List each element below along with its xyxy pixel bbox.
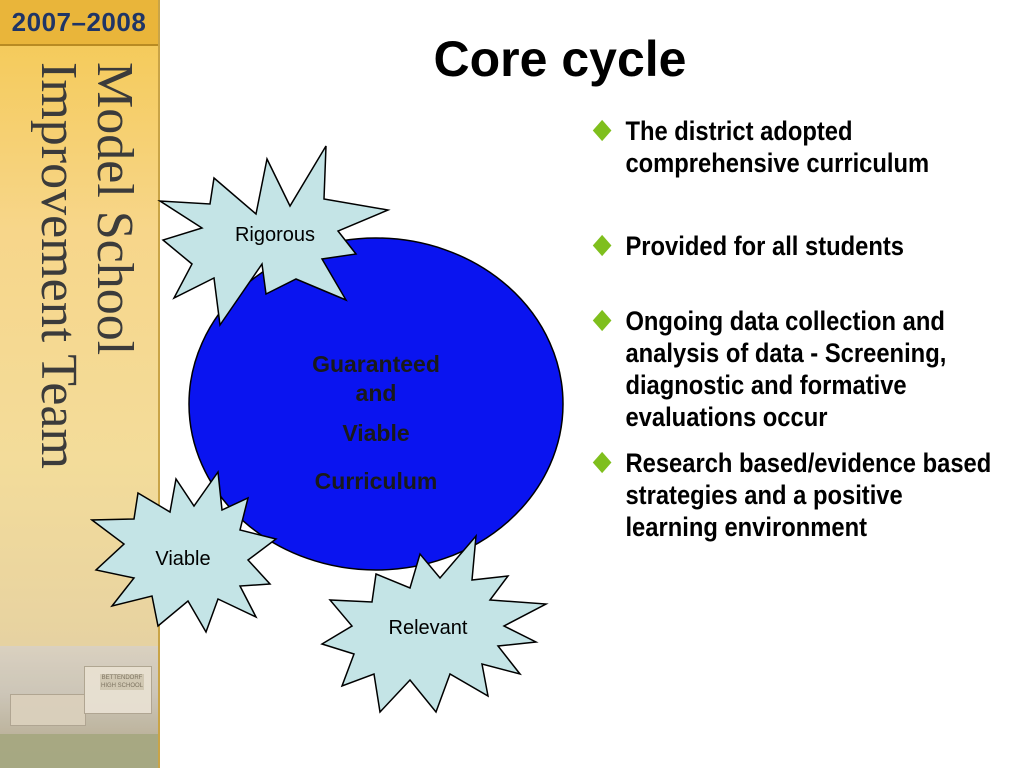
core-cycle-diagram: Guaranteed and Viable Curriculum Rigorou… <box>90 140 570 740</box>
bullet-item: The district adopted comprehensive curri… <box>592 115 995 179</box>
photo-lawn <box>0 734 158 768</box>
circle-line4: Curriculum <box>314 468 438 494</box>
diamond-icon <box>592 309 612 332</box>
bullet-item: Research based/evidence based strategies… <box>592 447 995 543</box>
bullet-text: Provided for all students <box>625 231 905 261</box>
viable-label: Viable <box>155 548 211 570</box>
diamond-icon <box>592 119 612 142</box>
school-photo: BETTENDORF HIGH SCHOOL <box>0 646 158 768</box>
circle-text: Guaranteed and Viable Curriculum <box>286 350 466 498</box>
rigorous-star <box>157 145 391 328</box>
diagram-svg <box>90 145 564 714</box>
bullet-item: Provided for all students <box>592 230 995 262</box>
photo-building-left <box>10 694 86 726</box>
years-label: 2007–2008 <box>0 0 158 46</box>
curriculum-circle <box>188 237 564 571</box>
diamond-icon <box>592 451 612 474</box>
diamond-icon <box>592 234 612 257</box>
slide-title: Core cycle <box>433 31 687 87</box>
banner-title-line2: Improvement Team <box>30 62 87 469</box>
relevant-label: Relevant <box>388 617 468 639</box>
bullet-list: The district adopted comprehensive curri… <box>592 115 991 543</box>
circle-line3: Viable <box>342 420 410 446</box>
relevant-star <box>320 533 549 714</box>
bullet-text: The district adopted comprehensive curri… <box>625 116 930 178</box>
photo-sign: BETTENDORF HIGH SCHOOL <box>100 674 144 690</box>
side-banner: 2007–2008 Model School Improvement Team … <box>0 0 160 768</box>
bullet-text: Research based/evidence based strategies… <box>625 448 992 542</box>
viable-star <box>90 469 278 634</box>
rigorous-label: Rigorous <box>234 224 316 246</box>
circle-line2: and <box>355 380 397 406</box>
bullet-text: Ongoing data collection and analysis of … <box>625 306 947 432</box>
bullet-item: Ongoing data collection and analysis of … <box>592 305 995 433</box>
circle-line1: Guaranteed <box>312 351 440 377</box>
